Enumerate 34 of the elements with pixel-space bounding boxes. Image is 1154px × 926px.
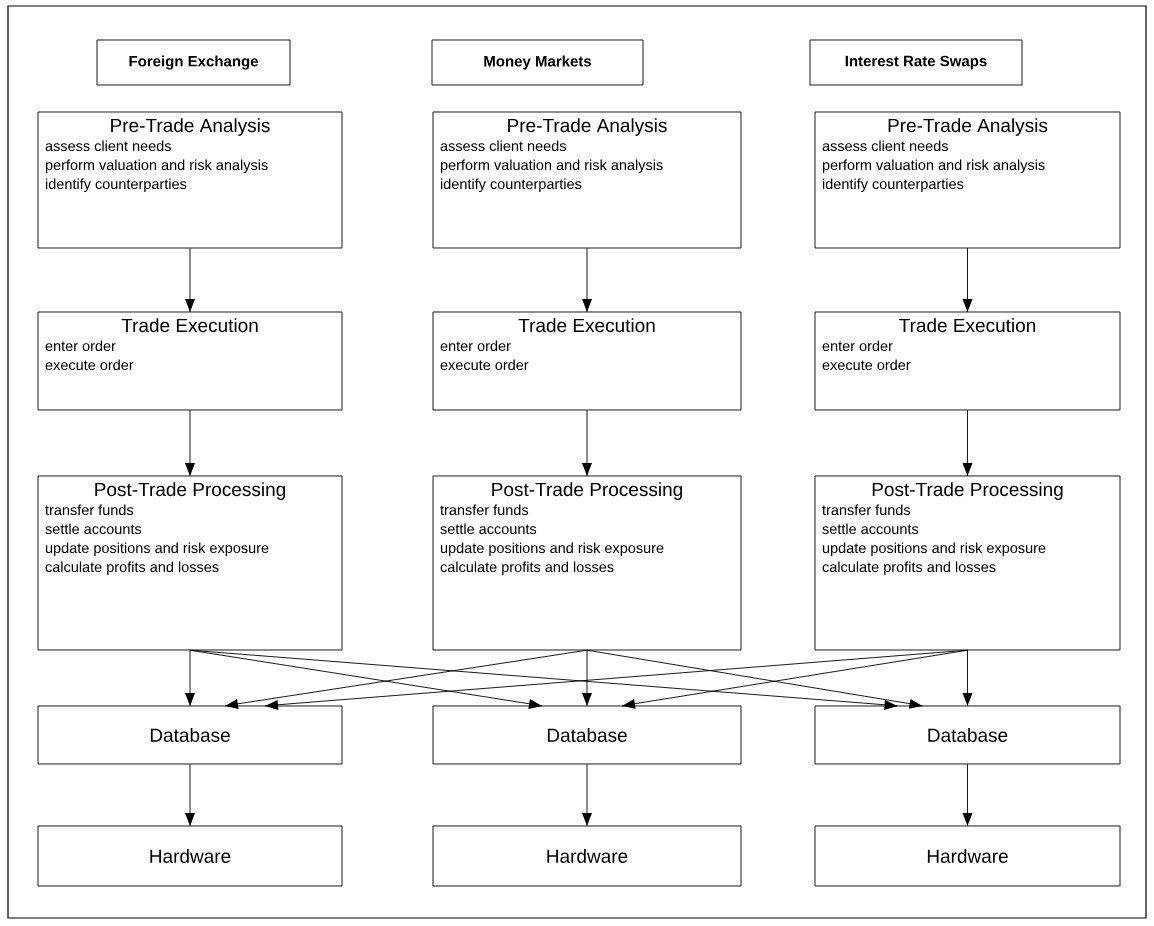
process-box: Trade Execution enter order execute order [814,311,1121,411]
arrow [962,649,973,707]
arrow [586,649,923,709]
process-box: Trade Execution enter order execute order [37,311,343,411]
arrow [962,409,973,477]
process-box: Post-Trade Processing transfer funds settle accounts update positions and risk exposure calculate profits and losses [814,475,1121,651]
process-box: Hardware [814,825,1121,887]
process-box: Trade Execution enter order execute order [432,311,742,411]
column-header-box: Money Markets [431,39,644,86]
arrow [962,247,973,313]
arrow [185,763,195,827]
arrow [582,763,592,827]
arrow [189,649,898,710]
arrow [185,649,195,707]
column-header-box: Interest Rate Swaps [809,39,1023,86]
arrow [224,649,588,709]
arrow [185,247,195,313]
process-box: Pre-Trade Analysis assess client needs perform valuation and risk analysis identify counterparties [37,111,343,249]
process-box: Pre-Trade Analysis assess client needs perform valuation and risk analysis identify counterparties [814,111,1121,249]
process-box: Hardware [432,825,742,887]
process-box: Database [432,705,742,765]
process-box: Post-Trade Processing transfer funds settle accounts update positions and risk exposure calculate profits and losses [432,475,742,651]
arrow [621,649,968,709]
arrow [962,763,973,827]
process-box: Database [814,705,1121,765]
column-header-box: Foreign Exchange [96,39,291,86]
arrow [582,247,592,313]
process-box: Pre-Trade Analysis assess client needs perform valuation and risk analysis identify counterparties [432,111,742,249]
arrow [185,409,195,477]
process-box: Post-Trade Processing transfer funds settle accounts update positions and risk exposure calculate profits and losses [37,475,343,651]
process-box: Database [37,705,343,765]
arrow [582,649,592,707]
arrow [582,409,592,477]
process-box: Hardware [37,825,343,887]
